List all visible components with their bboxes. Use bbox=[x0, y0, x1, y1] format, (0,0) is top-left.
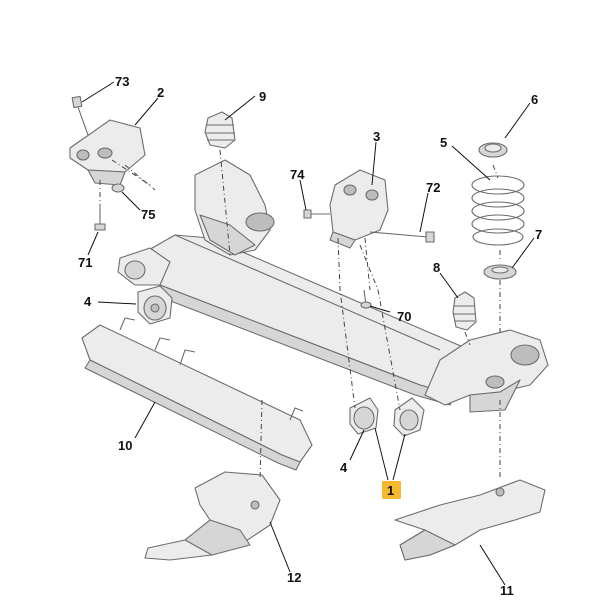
callout-4-left: 4 bbox=[84, 294, 92, 309]
assembly-dashed-lines bbox=[99, 149, 501, 481]
callout-9: 9 bbox=[259, 89, 266, 104]
part-75-nut bbox=[111, 183, 125, 193]
part-6-spring-seat-top bbox=[478, 142, 508, 158]
part-3-mount-bracket bbox=[329, 169, 389, 249]
part-4-bushing-center bbox=[349, 397, 425, 437]
callout-5: 5 bbox=[440, 135, 447, 150]
callout-71: 71 bbox=[78, 255, 92, 270]
part-8-bump-stop bbox=[452, 291, 477, 331]
callout-6: 6 bbox=[531, 92, 538, 107]
part-12-left-bracket bbox=[144, 471, 281, 561]
callout-8: 8 bbox=[433, 260, 440, 275]
callout-75: 75 bbox=[141, 207, 155, 222]
callout-3: 3 bbox=[373, 129, 380, 144]
callout-2: 2 bbox=[157, 85, 164, 100]
callout-4-center: 4 bbox=[340, 460, 348, 475]
part-73-bolt bbox=[71, 95, 89, 136]
callout-7: 7 bbox=[535, 227, 542, 242]
callout-1: 1 bbox=[387, 483, 394, 498]
part-5-coil-spring bbox=[471, 175, 525, 246]
callout-labels: 73 2 9 6 3 5 74 72 75 7 71 8 4 70 10 4 1… bbox=[78, 74, 542, 598]
part-2-mount-bracket bbox=[69, 119, 146, 186]
part-11-right-bracket bbox=[394, 479, 546, 561]
part-10-heat-shield bbox=[81, 317, 313, 471]
part-4-bushing-left bbox=[137, 285, 173, 325]
callout-11: 11 bbox=[500, 583, 514, 598]
part-74-bolt bbox=[303, 209, 330, 219]
part-72-bolt bbox=[369, 231, 435, 243]
left-trailing-arm bbox=[117, 159, 275, 286]
callout-74: 74 bbox=[290, 167, 305, 182]
callout-73: 73 bbox=[115, 74, 129, 89]
callout-70: 70 bbox=[397, 309, 411, 324]
callout-12: 12 bbox=[287, 570, 301, 585]
part-7-spring-seat-bottom bbox=[483, 264, 517, 280]
part-71-bolt bbox=[94, 205, 106, 231]
part-70-bolt bbox=[360, 289, 372, 309]
part-9-bump-stop bbox=[204, 111, 236, 149]
callout-72: 72 bbox=[426, 180, 440, 195]
callout-10: 10 bbox=[118, 438, 132, 453]
callout-1-highlight: 1 bbox=[382, 481, 401, 499]
axle-beam bbox=[134, 234, 481, 406]
right-trailing-arm bbox=[424, 329, 549, 413]
leader-lines bbox=[81, 81, 535, 586]
